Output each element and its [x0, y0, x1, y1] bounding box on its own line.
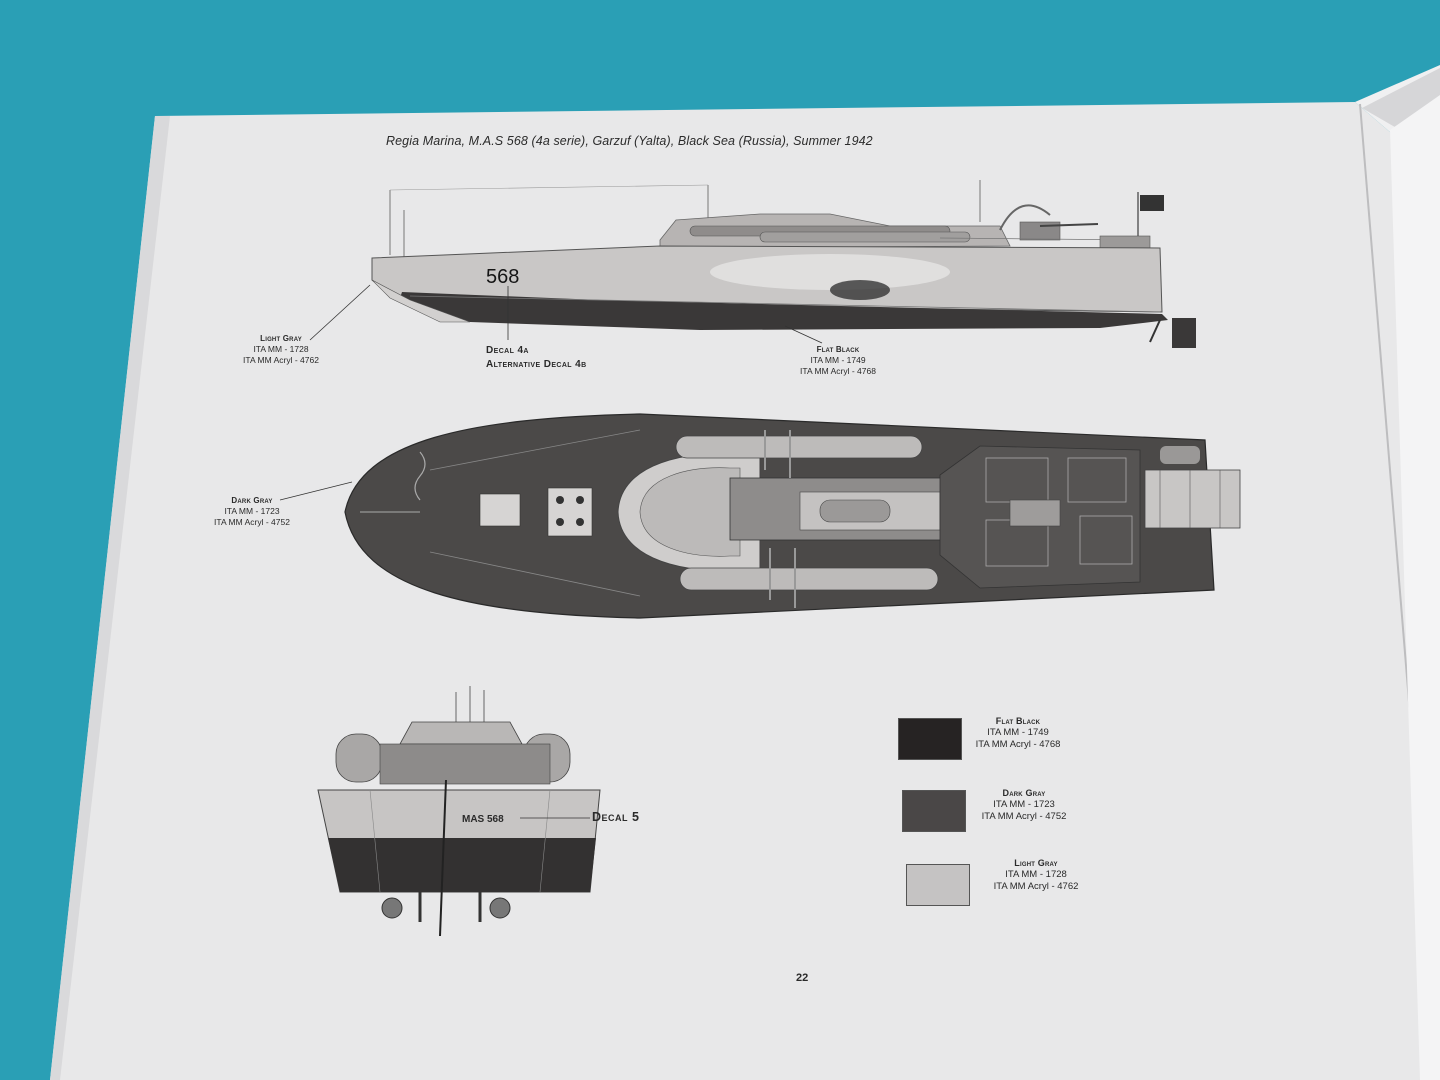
- callout-decal-4: Decal 4a Alternative Decal 4b: [486, 344, 587, 371]
- top-view-boat: [344, 413, 1241, 619]
- page-title: Regia Marina, M.A.S 568 (4a serie), Garz…: [386, 134, 873, 148]
- legend-dark-gray-line2: ITA MM Acryl - 4752: [981, 811, 1067, 823]
- legend-light-gray-name: Light Gray: [1014, 858, 1058, 868]
- callout-decal-4-line1: Decal 4a: [486, 345, 529, 356]
- hull-number: 568: [486, 266, 519, 288]
- legend-swatch-dark-gray: [902, 790, 966, 832]
- callout-light-gray: Light Gray ITA MM - 1728 ITA MM Acryl - …: [236, 334, 326, 365]
- callout-dark-gray-name: Dark Gray: [231, 496, 273, 505]
- legend-flat-black-line1: ITA MM - 1749: [987, 727, 1049, 739]
- legend-light-gray-line2: ITA MM Acryl - 4762: [993, 881, 1079, 893]
- callout-dark-gray-line2: ITA MM Acryl - 4752: [214, 516, 290, 527]
- callout-light-gray-line2: ITA MM Acryl - 4762: [243, 354, 319, 365]
- callout-light-gray-line1: ITA MM - 1728: [253, 344, 309, 354]
- callout-light-gray-name: Light Gray: [260, 334, 302, 343]
- legend-text-flat-black: Flat Black ITA MM - 1749 ITA MM Acryl - …: [968, 716, 1068, 751]
- callout-decal-5: Decal 5: [592, 810, 640, 824]
- legend-swatch-flat-black: [898, 718, 962, 760]
- legend-swatch-light-gray: [906, 864, 970, 906]
- legend-flat-black-line2: ITA MM Acryl - 4768: [975, 739, 1061, 751]
- callout-flat-black-line1: ITA MM - 1749: [810, 355, 866, 365]
- callout-flat-black-line2: ITA MM Acryl - 4768: [800, 365, 876, 376]
- legend-dark-gray-name: Dark Gray: [1002, 788, 1046, 798]
- callout-decal-4-line2: Alternative Decal 4b: [486, 358, 587, 370]
- page-number: 22: [796, 972, 809, 984]
- stern-view-boat: MAS 568: [317, 686, 601, 937]
- callout-flat-black-name: Flat Black: [816, 345, 860, 354]
- callout-dark-gray: Dark Gray ITA MM - 1723 ITA MM Acryl - 4…: [206, 496, 298, 527]
- legend-flat-black-name: Flat Black: [995, 716, 1041, 726]
- callout-dark-gray-line1: ITA MM - 1723: [224, 506, 280, 516]
- callout-flat-black: Flat Black ITA MM - 1749 ITA MM Acryl - …: [788, 345, 888, 376]
- legend-text-light-gray: Light Gray ITA MM - 1728 ITA MM Acryl - …: [984, 858, 1088, 893]
- legend-light-gray-line1: ITA MM - 1728: [1005, 869, 1067, 881]
- transom-lettering: MAS 568: [462, 814, 504, 825]
- legend-text-dark-gray: Dark Gray ITA MM - 1723 ITA MM Acryl - 4…: [974, 788, 1074, 823]
- side-profile-boat: 568: [371, 180, 1196, 348]
- legend-dark-gray-line1: ITA MM - 1723: [993, 799, 1055, 811]
